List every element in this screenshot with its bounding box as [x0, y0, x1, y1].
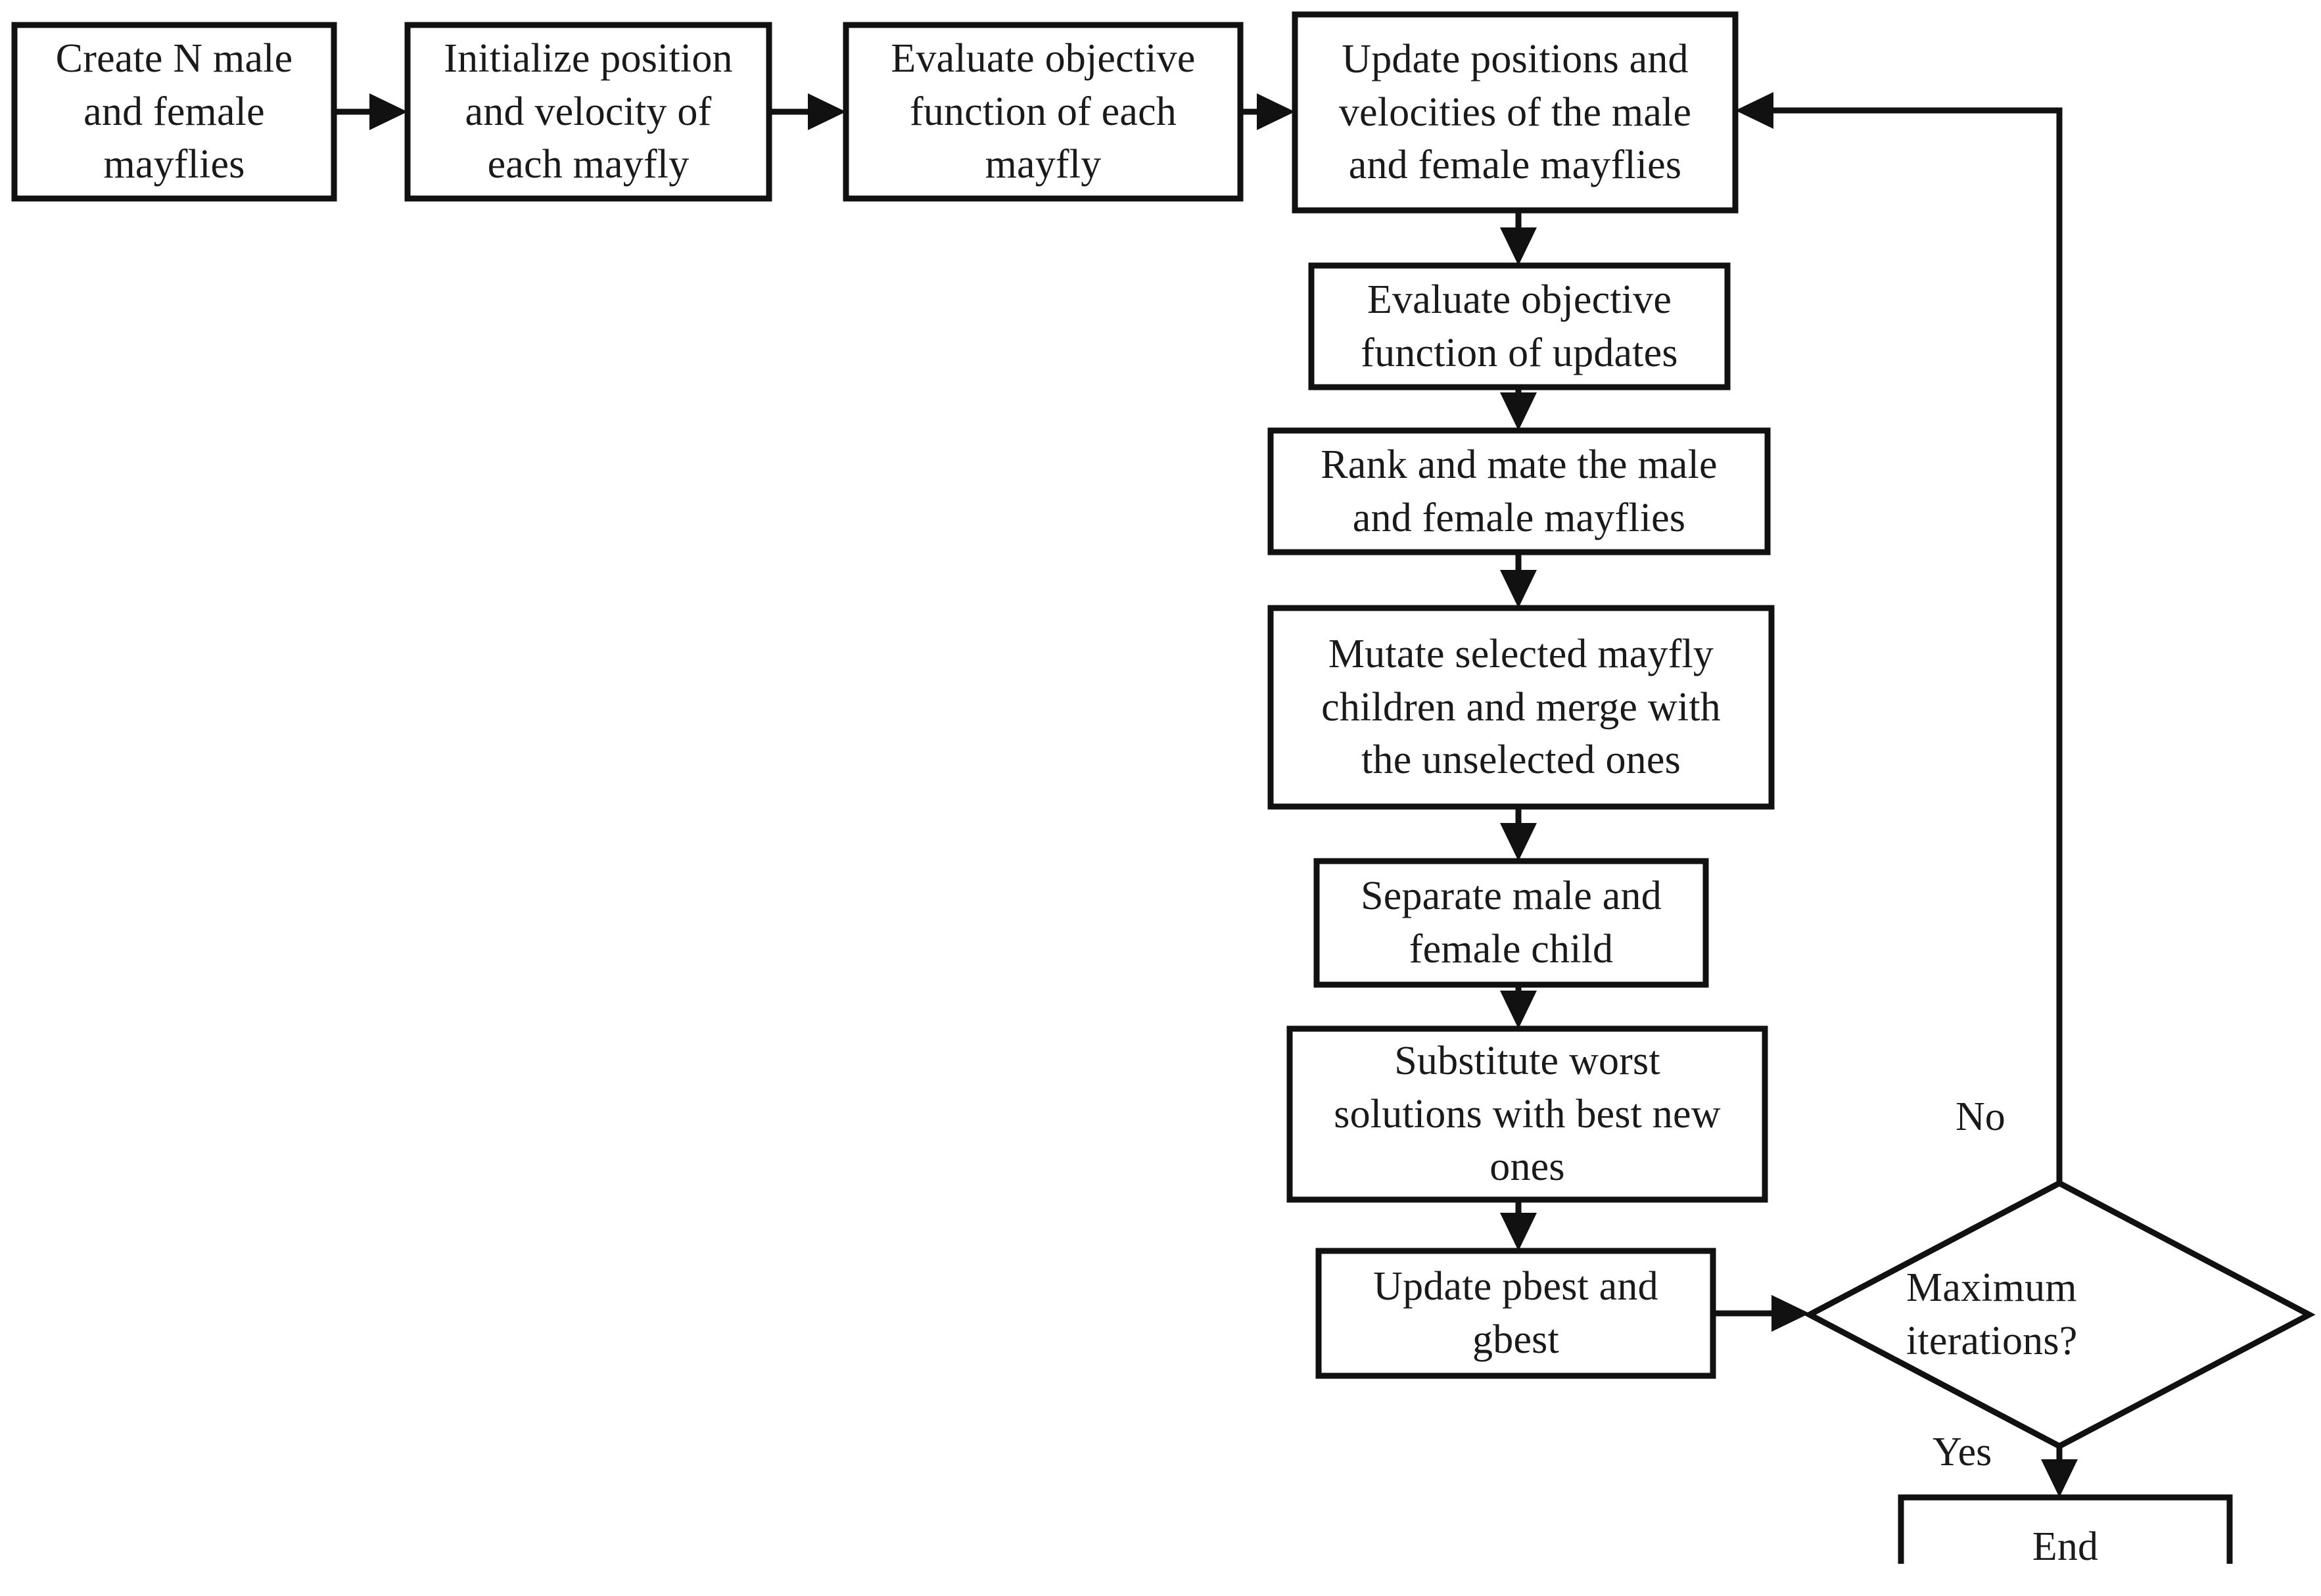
edge-no-loop-back	[1773, 107, 2063, 1183]
arrowhead-initialize-to-evaluate-initial	[808, 93, 846, 130]
flowchart-svg	[11, 11, 2316, 1564]
arrowhead-substitute-to-update-best	[1500, 1213, 1537, 1251]
node-mutate-box[interactable]	[1267, 605, 1775, 810]
arrowhead-no-loop-back	[1735, 92, 1773, 129]
arrowhead-rank-mate-to-mutate	[1500, 570, 1537, 608]
arrowhead-evaluate-initial-to-update-positions	[1257, 93, 1295, 130]
edge-label-no: No	[1956, 1094, 2005, 1139]
node-max-iterations-diamond[interactable]	[1803, 1179, 2316, 1450]
node-evaluate-initial-box[interactable]	[843, 22, 1244, 202]
arrowhead-evaluate-updates-to-rank-mate	[1500, 392, 1537, 431]
node-separate-box[interactable]	[1313, 858, 1709, 988]
node-create-box[interactable]	[11, 22, 337, 202]
node-evaluate-updates-box[interactable]	[1308, 262, 1731, 390]
arrowhead-create-to-initialize	[369, 93, 408, 130]
node-rank-mate-box[interactable]	[1267, 427, 1771, 555]
edge-label-yes: Yes	[1933, 1430, 1992, 1474]
node-substitute-box[interactable]	[1286, 1025, 1768, 1203]
arrowhead-mutate-to-separate	[1500, 823, 1537, 861]
node-update-best-box[interactable]	[1315, 1248, 1716, 1379]
node-initialize-box[interactable]	[404, 22, 772, 202]
arrowhead-yes-to-end	[2041, 1459, 2078, 1497]
arrowhead-update-best-to-max-iterations	[1771, 1295, 1810, 1332]
node-end-box[interactable]	[1898, 1494, 2233, 1564]
node-update-positions-box[interactable]	[1292, 11, 1739, 214]
flowchart-canvas: Create N male and female mayflies Initia…	[11, 11, 2316, 1569]
arrowhead-update-positions-to-evaluate-updates	[1500, 227, 1537, 266]
arrowhead-separate-to-substitute	[1500, 991, 1537, 1029]
